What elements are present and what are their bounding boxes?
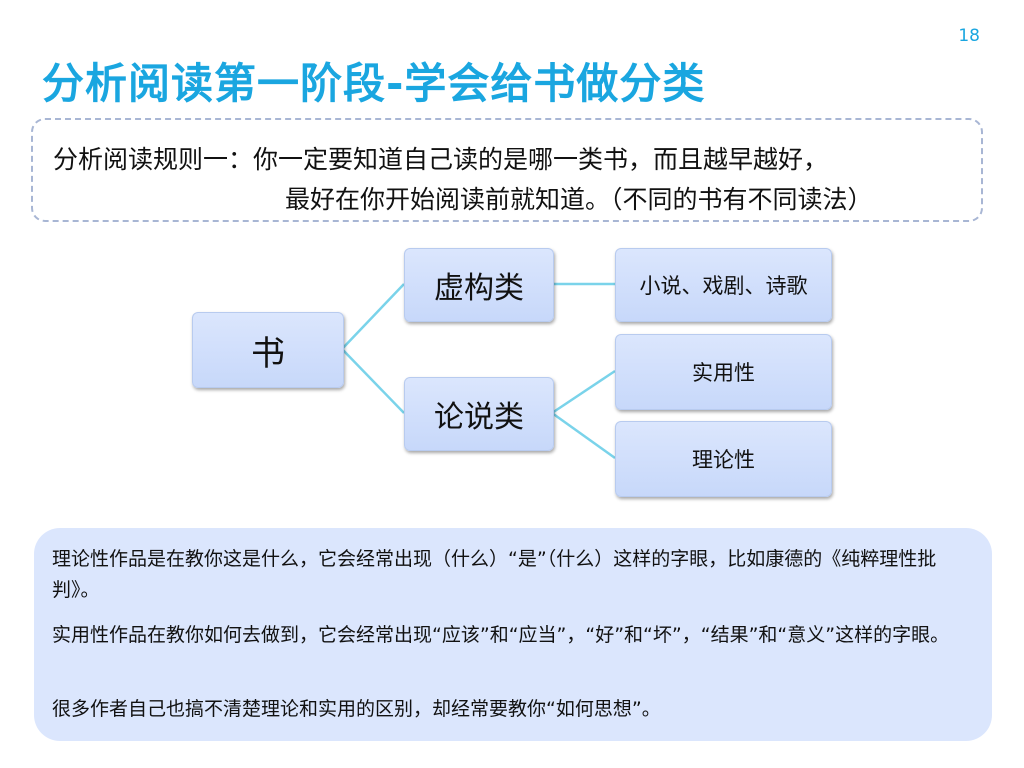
node-book: 书 — [192, 312, 344, 388]
slide-title: 分析阅读第一阶段-学会给书做分类 — [42, 59, 706, 108]
rule-line-2: 最好在你开始阅读前就知道。（不同的书有不同读法） — [285, 185, 873, 214]
rule-box: 分析阅读规则一：你一定要知道自己读的是哪一类书，而且越早越好， 最好在你开始阅读… — [31, 118, 983, 222]
link-root-fiction — [341, 283, 405, 350]
rule-line-1: 分析阅读规则一：你一定要知道自己读的是哪一类书，而且越早越好， — [53, 145, 829, 174]
note-theoretical: 理论性作品是在教你这是什么，它会经常出现（什么）“是”（什么）这样的字眼，比如康… — [52, 548, 937, 601]
link-argumentative-theoretical — [551, 411, 616, 460]
node-argumentative: 论说类 — [404, 377, 554, 451]
note-confusion: 很多作者自己也搞不清楚理论和实用的区别，却经常要教你“如何思想”。 — [52, 698, 661, 720]
node-fiction: 虚构类 — [404, 248, 554, 322]
page-number: 18 — [958, 26, 980, 46]
node-fiction-examples: 小说、戏剧、诗歌 — [615, 248, 832, 322]
node-practical: 实用性 — [615, 334, 832, 410]
link-argumentative-practical — [551, 369, 616, 415]
notes-box: 理论性作品是在教你这是什么，它会经常出现（什么）“是”（什么）这样的字眼，比如康… — [34, 528, 992, 741]
link-root-argumentative — [341, 348, 405, 414]
note-practical: 实用性作品在教你如何去做到，它会经常出现“应该”和“应当”，“好”和“坏”，“结… — [52, 624, 950, 646]
node-theoretical: 理论性 — [615, 421, 832, 497]
